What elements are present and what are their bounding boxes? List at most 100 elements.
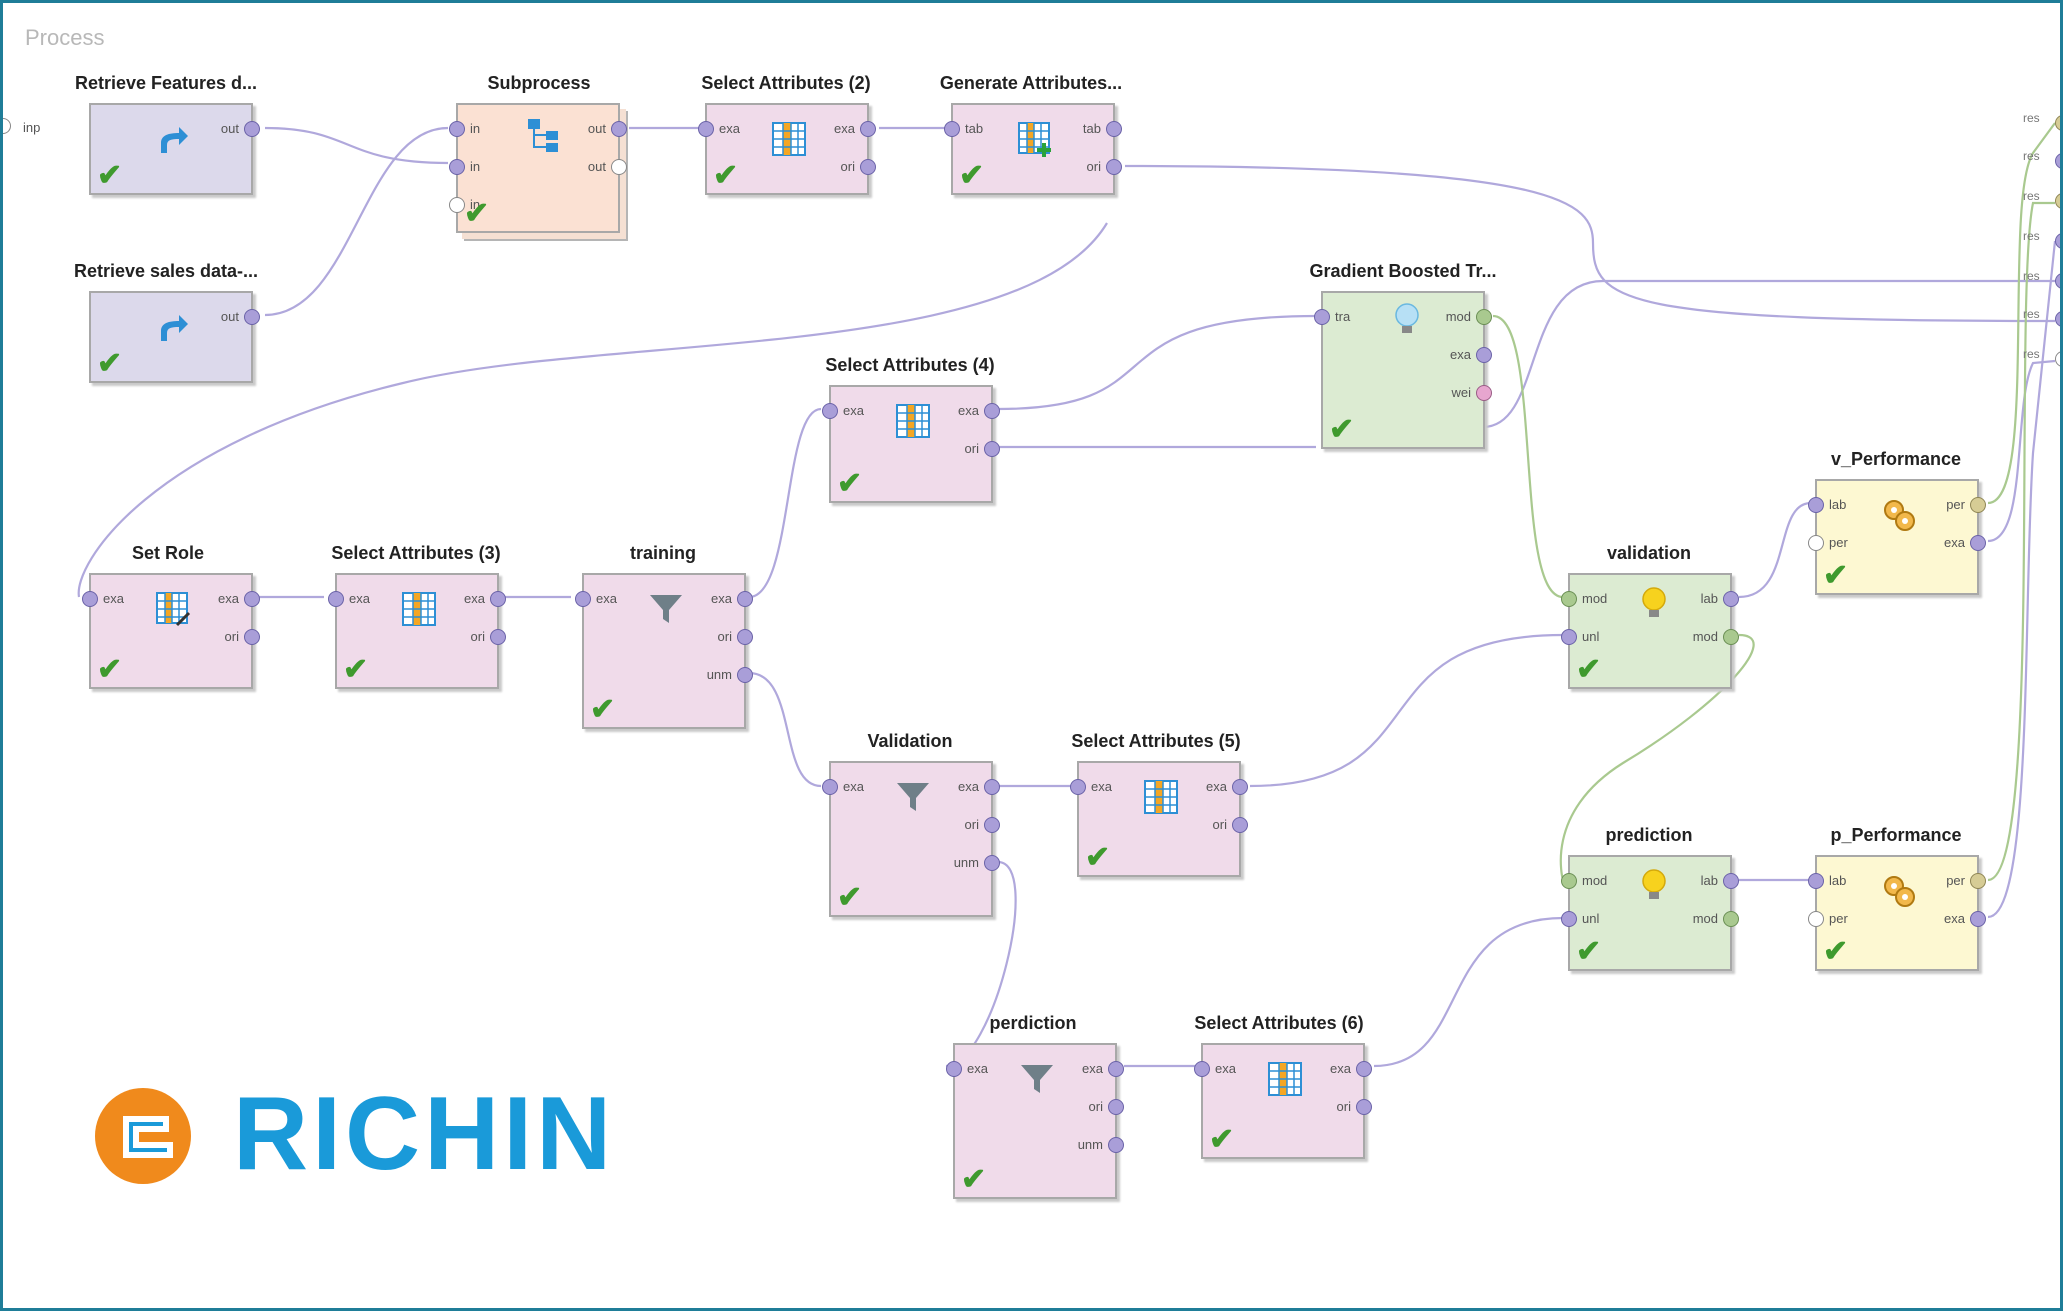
input-port[interactable]	[946, 1061, 962, 1077]
output-port[interactable]	[1970, 535, 1986, 551]
retrieve-features-operator[interactable]: out ✔	[89, 103, 260, 195]
input-port[interactable]	[328, 591, 344, 607]
output-port[interactable]	[984, 403, 1000, 419]
retrieve-sales-operator[interactable]: out ✔	[89, 291, 260, 383]
port-label: exa	[1091, 779, 1112, 794]
output-port[interactable]	[1723, 911, 1739, 927]
operator-title: Validation	[867, 731, 953, 751]
output-port[interactable]	[1106, 121, 1122, 137]
output-port[interactable]	[1108, 1061, 1124, 1077]
input-port[interactable]	[1808, 497, 1824, 513]
port-label: exa	[349, 591, 370, 606]
operator-title: p_Performance	[1830, 825, 1962, 845]
connection-wire	[1373, 916, 1564, 1068]
input-port[interactable]	[1561, 591, 1577, 607]
port-label: per	[1829, 535, 1848, 550]
output-port[interactable]	[1232, 779, 1248, 795]
output-port[interactable]	[244, 629, 260, 645]
output-port[interactable]	[1232, 817, 1248, 833]
input-port[interactable]	[1561, 911, 1577, 927]
generate-attributes-operator[interactable]: tab tab ori ✔	[944, 103, 1122, 195]
output-port[interactable]	[984, 441, 1000, 457]
output-port[interactable]	[1106, 159, 1122, 175]
v-performance-operator[interactable]: lab per per exa ✔	[1808, 479, 1986, 595]
prediction-apply-model-operator[interactable]: mod unl lab mod ✔	[1561, 855, 1739, 971]
input-port[interactable]	[822, 403, 838, 419]
input-port[interactable]	[1561, 629, 1577, 645]
input-port[interactable]	[822, 779, 838, 795]
output-port[interactable]	[1970, 497, 1986, 513]
port-label: in	[470, 159, 481, 174]
output-port[interactable]	[1108, 1137, 1124, 1153]
input-port[interactable]	[1561, 873, 1577, 889]
output-port[interactable]	[490, 591, 506, 607]
input-port[interactable]	[1070, 779, 1086, 795]
input-port[interactable]	[698, 121, 714, 137]
port-label: unm	[1077, 1137, 1103, 1152]
port-label: exa	[958, 403, 979, 418]
input-port[interactable]	[82, 591, 98, 607]
output-port[interactable]	[737, 667, 753, 683]
output-port[interactable]	[984, 855, 1000, 871]
connection-wire	[1124, 164, 2056, 323]
select-attributes-6-operator[interactable]: exa exa ori ✔	[1194, 1043, 1372, 1159]
output-port[interactable]	[1723, 629, 1739, 645]
input-port[interactable]	[449, 121, 465, 137]
status-check-icon: ✔	[1576, 653, 1602, 686]
output-port[interactable]	[984, 779, 1000, 795]
output-port[interactable]	[490, 629, 506, 645]
result-port-label: res	[2023, 269, 2040, 283]
p-performance-operator[interactable]: lab per per exa ✔	[1808, 855, 1986, 971]
output-port[interactable]	[737, 629, 753, 645]
output-port[interactable]	[1476, 309, 1492, 325]
output-port[interactable]	[1723, 873, 1739, 889]
perdiction-filter-operator[interactable]: exa exa ori unm ✔	[946, 1043, 1124, 1199]
validation-filter-operator[interactable]: exa exa ori unm ✔	[822, 761, 1000, 917]
output-port[interactable]	[1476, 347, 1492, 363]
input-port[interactable]	[1808, 535, 1824, 551]
output-port[interactable]	[244, 309, 260, 325]
output-port[interactable]	[1970, 911, 1986, 927]
richin-logo-text: RICHIN	[233, 1076, 616, 1192]
output-port[interactable]	[737, 591, 753, 607]
output-port[interactable]	[860, 159, 876, 175]
output-port[interactable]	[984, 817, 1000, 833]
output-port[interactable]	[1970, 873, 1986, 889]
output-port[interactable]	[1476, 385, 1492, 401]
select-attributes-5-operator[interactable]: exa exa ori ✔	[1070, 761, 1248, 877]
select-attributes-3-operator[interactable]: exa exa ori ✔	[328, 573, 506, 689]
input-port[interactable]	[1314, 309, 1330, 325]
input-port[interactable]	[1808, 873, 1824, 889]
input-port[interactable]	[575, 591, 591, 607]
input-port[interactable]	[449, 159, 465, 175]
input-port[interactable]	[1808, 911, 1824, 927]
input-port[interactable]	[1194, 1061, 1210, 1077]
output-port[interactable]	[1356, 1099, 1372, 1115]
subprocess-operator[interactable]: in in in out out ✔	[449, 103, 627, 233]
apply-model-icon	[1642, 587, 1666, 617]
output-port[interactable]	[611, 159, 627, 175]
select-attributes-2-operator[interactable]: exa exa ori ✔	[698, 103, 876, 195]
output-port[interactable]	[860, 121, 876, 137]
status-check-icon: ✔	[343, 653, 369, 686]
port-label: exa	[596, 591, 617, 606]
output-port[interactable]	[1108, 1099, 1124, 1115]
training-filter-operator[interactable]: exa exa ori unm ✔	[575, 573, 753, 729]
port-label: exa	[967, 1061, 988, 1076]
output-port[interactable]	[244, 591, 260, 607]
output-port[interactable]	[1723, 591, 1739, 607]
input-port[interactable]	[944, 121, 960, 137]
output-port[interactable]	[244, 121, 260, 137]
output-port[interactable]	[611, 121, 627, 137]
validation-apply-model-operator[interactable]: mod unl lab mod ✔	[1561, 573, 1739, 689]
select-attributes-4-operator[interactable]: exa exa ori ✔	[822, 385, 1000, 503]
port-label: exa	[1215, 1061, 1236, 1076]
select-attributes-icon	[402, 592, 436, 626]
port-label: unm	[706, 667, 732, 682]
status-check-icon: ✔	[97, 159, 123, 192]
input-port[interactable]	[449, 197, 465, 213]
output-port[interactable]	[1356, 1061, 1372, 1077]
gradient-boosted-trees-operator[interactable]: tra mod exa wei ✔	[1314, 291, 1492, 449]
set-role-operator[interactable]: exa exa ori ✔	[82, 573, 260, 689]
